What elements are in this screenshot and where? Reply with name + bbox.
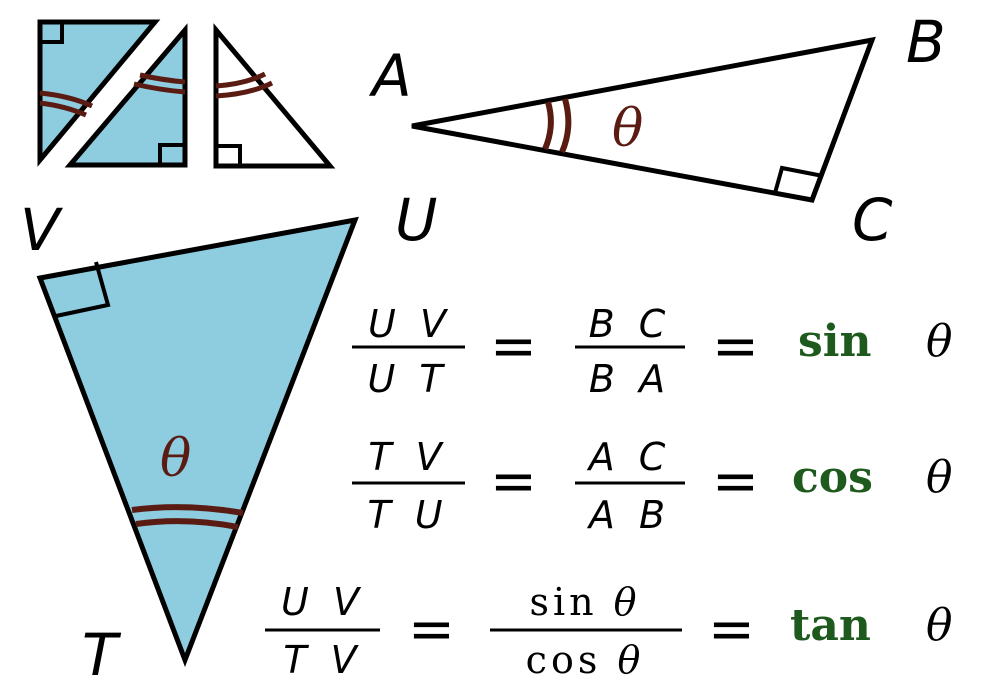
eq1-mid-numerator: B C (589, 302, 672, 346)
eq3-equals-1: = (408, 597, 455, 662)
vertex-label-a: A (368, 42, 412, 110)
eq3-lhs-denominator: T V (283, 638, 362, 682)
eq2-mid-denominator: A B (586, 493, 671, 537)
eq2-equals-1: = (490, 449, 537, 514)
vertex-label-c: C (852, 186, 893, 254)
eq2-function-cos: cos (792, 452, 873, 503)
vertex-label-t: T (82, 621, 122, 689)
eq2-function-theta: θ (926, 452, 953, 503)
angle-arc-a-2 (559, 98, 572, 154)
triangle-abc-group: θ A B C (368, 8, 946, 254)
eq3-function-tan: tan (790, 600, 871, 651)
eq2-mid-numerator: A C (586, 435, 672, 479)
right-angle-mark-rect-right (158, 143, 185, 165)
right-angle-mark-c (773, 165, 824, 194)
eq2-lhs-denominator: T U (367, 493, 448, 537)
angle-arc-small-2 (215, 80, 274, 99)
eq3-mid-denominator: cos θ (526, 638, 645, 682)
angle-arc-a (542, 101, 554, 151)
vertex-label-v: V (20, 196, 64, 264)
eq3-equals-2: = (708, 597, 755, 662)
right-angle-mark-v (55, 261, 111, 318)
eq3-mid-denominator-fn: cos (526, 638, 602, 682)
angle-arc-rect-left (39, 90, 94, 109)
eq3-lhs-numerator: U V (281, 580, 365, 624)
eq3-mid-denominator-theta: θ (617, 638, 644, 682)
eq1-equals-2: = (712, 314, 759, 379)
equation-sin: U V U T = B C B A = sin θ (352, 302, 953, 401)
angle-arc-t (131, 504, 244, 516)
rect-triangle-left (37, 19, 161, 167)
vertex-label-b: B (906, 8, 946, 76)
triangle-tuv (36, 216, 359, 667)
angle-theta-tuv: θ (160, 429, 191, 489)
angle-arc-rect-right-2 (133, 81, 186, 95)
angle-arc-rect-right (139, 72, 186, 85)
vertex-label-u: U (395, 186, 437, 254)
equation-tan: U V T V = sin θ cos θ = tan θ (265, 580, 953, 682)
eq1-function-sin: sin (798, 316, 871, 367)
eq2-equals-2: = (712, 449, 759, 514)
angle-arc-rect-left-2 (39, 100, 87, 118)
right-angle-mark-small (216, 144, 242, 166)
eq2-lhs-numerator: T V (368, 435, 447, 479)
small-white-triangle (213, 23, 336, 169)
equation-cos: T V T U = A C A B = cos θ (352, 435, 953, 537)
eq3-mid-numerator-theta: θ (614, 580, 641, 624)
small-white-triangle-group (213, 23, 336, 169)
eq3-mid-numerator-fn: sin (529, 580, 597, 624)
angle-theta-abc: θ (612, 99, 643, 159)
eq1-equals-1: = (490, 314, 537, 379)
eq1-lhs-numerator: U V (368, 302, 452, 346)
right-angle-mark-rect-left (40, 22, 64, 44)
angle-arc-small (215, 71, 267, 89)
angle-arc-t-2 (135, 518, 239, 530)
rect-triangle-right (64, 23, 188, 168)
triangle-tuv-group: θ V U T (20, 186, 437, 689)
eq1-mid-denominator: B A (589, 357, 671, 401)
triangle-abc (411, 36, 876, 203)
eq1-lhs-denominator: U T (367, 357, 448, 401)
eq3-mid-numerator: sin θ (529, 580, 640, 624)
eq1-function-theta: θ (926, 316, 953, 367)
eq3-function-theta: θ (926, 600, 953, 651)
rectangle-split-group (37, 19, 188, 168)
